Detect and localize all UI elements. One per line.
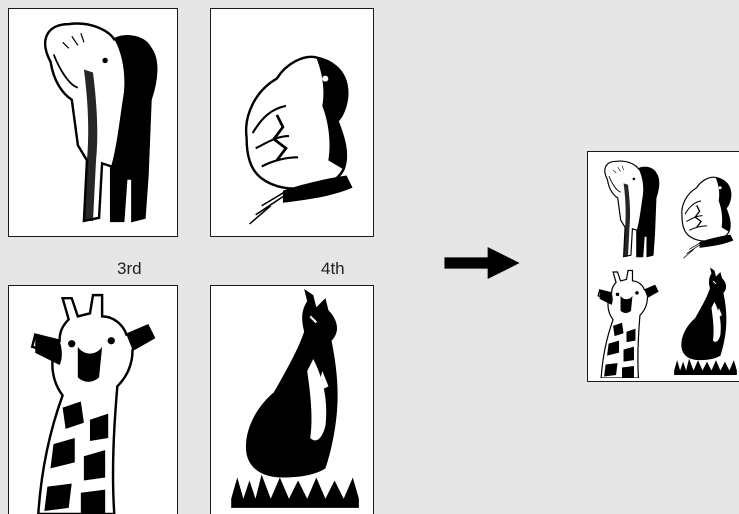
page-giraffe [8,285,178,514]
label-fourth: 4th [321,259,345,278]
right-arrow-icon [443,247,521,279]
hamster-illustration [211,9,373,236]
giraffe-illustration [9,286,177,514]
combined-cell-elephant [590,154,666,264]
combined-page [587,151,739,382]
page-kangaroo [210,285,374,514]
combined-cell-giraffe [590,266,666,378]
combined-cell-kangaroo [666,266,739,378]
label-third: 3rd [117,259,142,278]
page-elephant [8,8,178,237]
elephant-illustration [9,9,177,236]
combined-cell-hamster [666,154,739,264]
page-hamster [210,8,374,237]
kangaroo-illustration [211,286,373,514]
